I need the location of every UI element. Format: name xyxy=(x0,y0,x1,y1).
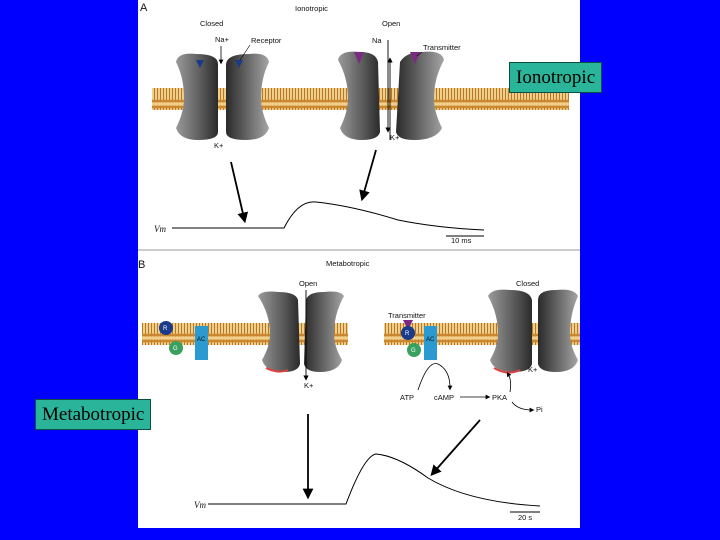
vm-trace-a xyxy=(172,201,485,231)
vm-trace-b xyxy=(208,453,541,507)
open-label-b: Open xyxy=(299,279,317,288)
receptor-complex-b-left: R G AC xyxy=(159,321,208,360)
panel-a-title: Ionotropic xyxy=(295,4,328,13)
r-label-b-left: R xyxy=(163,326,168,332)
receptor-complex-b-right: R G AC xyxy=(401,320,437,360)
open-channel-a xyxy=(338,51,444,140)
closed-channel-b xyxy=(488,289,578,374)
vm-label-a: Vm xyxy=(154,224,166,234)
atp-to-camp-arrow xyxy=(417,363,453,391)
k-label-a-right: K+ xyxy=(390,133,400,142)
pi-label: Pi xyxy=(536,405,543,414)
transmitter-label-a: Transmitter xyxy=(423,43,461,52)
arrow-open-to-trace xyxy=(359,149,377,202)
open-label-a: Open xyxy=(382,19,400,28)
panel-b-title: Metabotropic xyxy=(326,259,370,268)
figure-panel: A Ionotropic Closed Na+ Receptor K+ Open… xyxy=(138,0,580,528)
ion-channel-diagram: A Ionotropic Closed Na+ Receptor K+ Open… xyxy=(138,2,580,522)
pka-label: PKA xyxy=(492,393,507,402)
ionotropic-callout: Ionotropic xyxy=(509,62,603,93)
r-label-b-right: R xyxy=(405,331,410,337)
ac-label-b-right: AC xyxy=(426,337,435,343)
open-channel-b xyxy=(258,291,344,373)
atp-label: ATP xyxy=(400,393,414,402)
camp-label: cAMP xyxy=(434,393,454,402)
panel-b-letter: B xyxy=(138,259,145,271)
metabotropic-callout: Metabotropic xyxy=(35,399,152,430)
ac-label-b-left: AC xyxy=(197,337,206,343)
g-label-b-right: G xyxy=(411,348,416,354)
k-label-b-closed: K+ xyxy=(528,365,538,374)
na-label-a-right: Na xyxy=(372,36,382,45)
vm-label-b: Vm xyxy=(194,500,206,510)
closed-label-b: Closed xyxy=(516,279,539,288)
scale-label-a: 10 ms xyxy=(451,236,472,245)
g-label-b-left: G xyxy=(173,346,178,352)
transmitter-label-b: Transmitter xyxy=(388,311,426,320)
membrane-a-right xyxy=(331,88,569,110)
k-label-b-open: K+ xyxy=(304,381,314,390)
scale-label-b: 20 s xyxy=(518,513,532,522)
na-label-a-left: Na+ xyxy=(215,35,230,44)
closed-label-a: Closed xyxy=(200,19,223,28)
arrow-closed-b-to-trace xyxy=(430,419,481,477)
arrow-closed-to-trace xyxy=(230,161,249,224)
receptor-label: Receptor xyxy=(251,36,282,45)
k-label-a-left: K+ xyxy=(214,141,224,150)
closed-channel-a xyxy=(176,53,269,140)
panel-a-letter: A xyxy=(140,2,148,14)
